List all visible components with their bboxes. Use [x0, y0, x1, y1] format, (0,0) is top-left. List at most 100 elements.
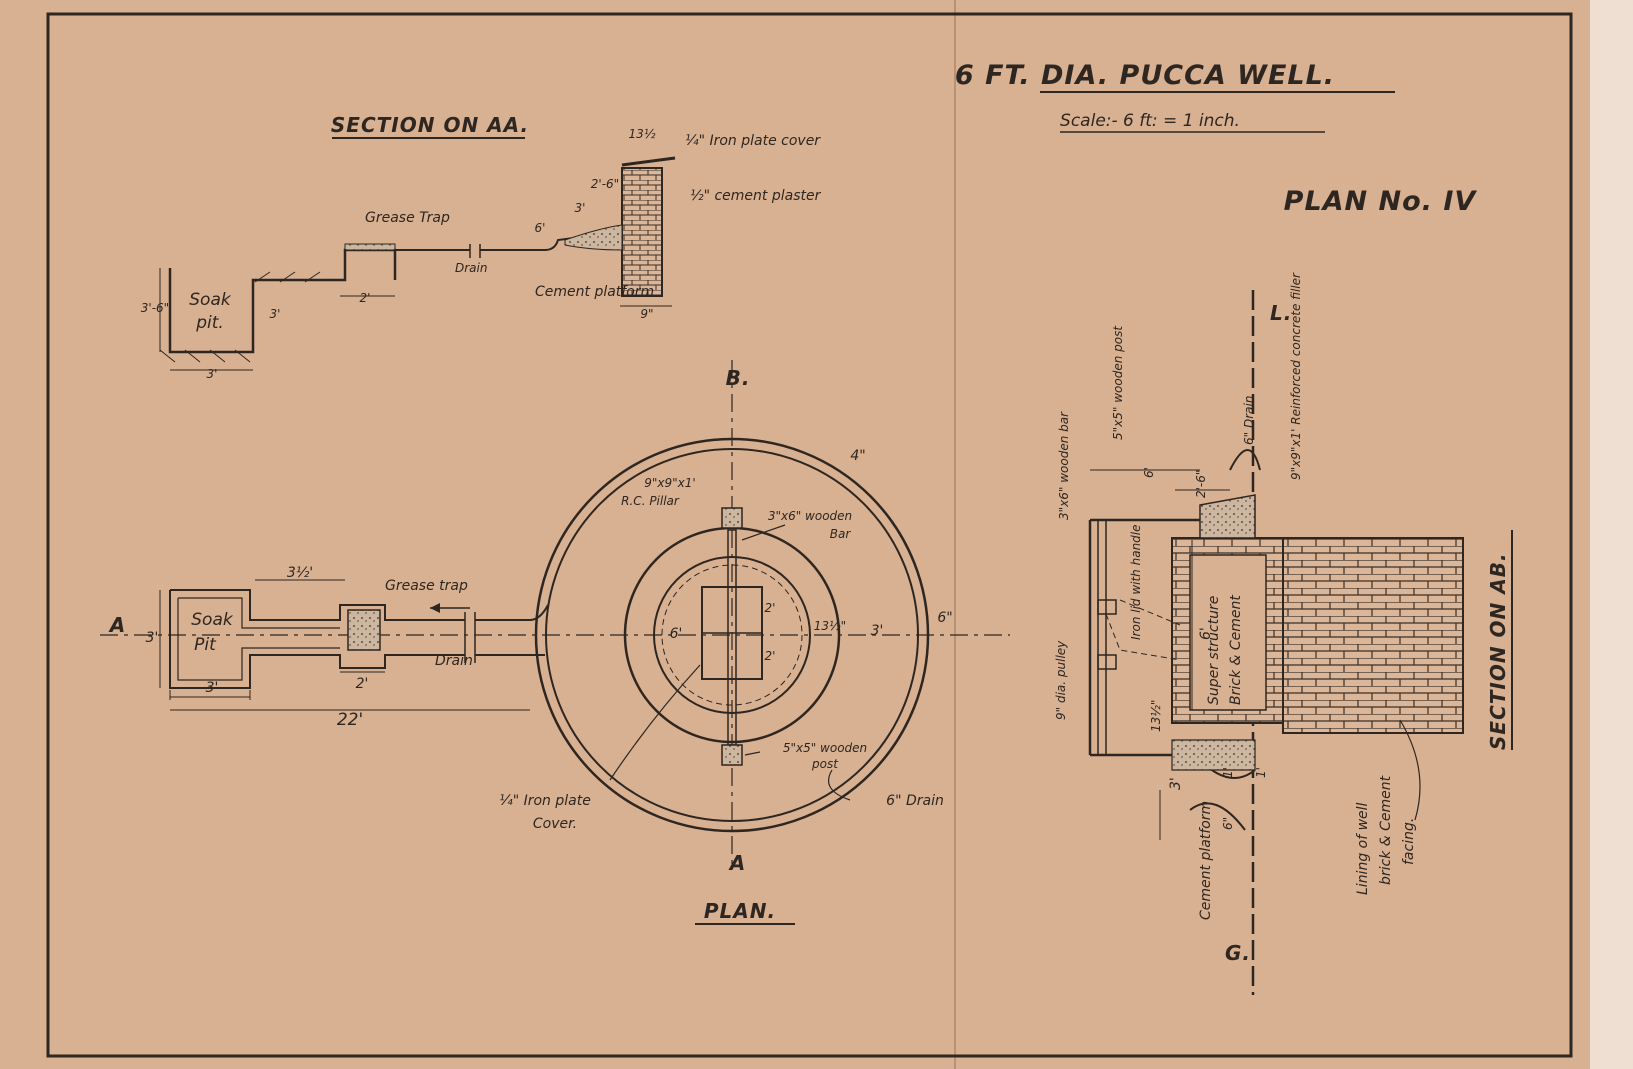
drain-label-aa: Drain	[455, 261, 487, 275]
dim-plan-6b: 6"	[937, 610, 952, 626]
lining-label-3: facing.	[1401, 818, 1417, 865]
rope-lines	[1105, 599, 1181, 661]
dim-plan-2: 2'	[356, 676, 369, 692]
superstructure-label-1: Super structure	[1206, 596, 1222, 705]
drain6-label-plan: 6" Drain	[886, 793, 944, 809]
section-marker-a: A	[108, 613, 126, 637]
drain-break-aa	[469, 244, 481, 258]
dim-lines-ab	[1090, 469, 1230, 840]
wooden-bar-label-2: Bar	[830, 527, 852, 541]
pulley-top	[1097, 599, 1117, 615]
dim-plan-2a: 2'	[765, 601, 776, 615]
plan-number: PLAN No. IV	[1284, 186, 1478, 217]
dim-plan-13-half: 13½"	[814, 619, 846, 633]
iron-cover-label-aa: ¼" Iron plate cover	[685, 133, 821, 149]
dim-plan-3c: 3'	[871, 623, 884, 639]
torn-edge	[1590, 0, 1633, 1069]
dim-plan-3-half: 3½'	[287, 565, 313, 581]
dim-ab-6c: 6"	[1221, 817, 1235, 830]
iron-plate-cover-section	[621, 156, 676, 167]
dim-aa-3-6: 3'-6"	[141, 301, 169, 315]
dim-lines-aa	[159, 268, 672, 371]
dim-aa-6: 6'	[535, 221, 546, 235]
border-frame	[46, 12, 1573, 1058]
well-lining	[661, 564, 803, 706]
rc-filler-label-ab: 9"x9"x1' Reinforced concrete filler	[1289, 272, 1303, 480]
leader-lines-plan	[609, 524, 851, 801]
drawing-title: 6 FT. DIA. PUCCA WELL.	[955, 60, 1335, 91]
dim-ab-1: 1'	[1221, 767, 1235, 778]
plan-view: Soak Pit Grease trap Drain A B. A 9"x9"x…	[100, 360, 1010, 925]
dim-plan-6: 6'	[670, 626, 683, 642]
dim-plan-3b: 3'	[206, 680, 219, 696]
dim-ab-1b: 1'	[1254, 767, 1268, 778]
cement-platform-section	[564, 224, 623, 251]
cement-platform-label-ab: Cement platform	[1198, 801, 1214, 920]
ground-hatch-aa-2	[254, 271, 321, 283]
soak-pit-label-plan-2: Pit	[194, 635, 217, 655]
pulley-label-ab: 9" dia. pulley	[1054, 640, 1068, 720]
soak-pit-label-plan-1: Soak	[191, 610, 234, 630]
soak-pit-inner	[177, 597, 340, 681]
dim-lines-plan	[159, 579, 530, 711]
dim-plan-4: 4"	[850, 448, 865, 464]
dim-aa-2-6: 2'-6"	[591, 177, 619, 191]
marker-g: G.	[1225, 941, 1251, 965]
plan-heading: PLAN.	[704, 899, 776, 923]
drain-line-aa	[395, 231, 621, 251]
ground-hatch-aa	[159, 349, 251, 363]
iron-cover-label-plan-1: ¼" Iron plate	[499, 793, 591, 809]
outer-drain-ring	[534, 437, 930, 833]
dim-ab-2-6: 2'-6"	[1194, 470, 1208, 498]
wooden-bar-label-1: 3"x6" wooden	[768, 509, 852, 523]
lining-label-2: brick & Cement	[1378, 775, 1394, 885]
lining-leader	[1399, 719, 1421, 821]
section-ab-heading: SECTION ON AB.	[1486, 552, 1510, 750]
grease-trap-label-aa: Grease Trap	[365, 210, 450, 226]
wooden-post-label-2: post	[811, 757, 839, 771]
drain6-label-ab: 6" Drain	[1242, 396, 1256, 445]
dim-aa-3b: 3'	[270, 307, 281, 321]
dim-plan-3: 3'	[146, 630, 159, 646]
drain-bump-top	[1229, 449, 1261, 471]
rc-filler-ab	[1199, 494, 1256, 539]
superstructure-inner	[1189, 554, 1267, 711]
drawing-scale: Scale:- 6 ft: = 1 inch.	[1060, 111, 1240, 131]
dim-plan-22: 22'	[337, 710, 363, 730]
well-lining-brick	[1282, 537, 1464, 734]
wooden-bar-label-ab: 3"x6" wooden bar	[1057, 411, 1071, 520]
well-inner-wall	[653, 556, 811, 714]
dim-ab-13-half: 13½"	[1149, 700, 1163, 732]
dim-aa-3: 3'	[575, 201, 586, 215]
wooden-post-label-1: 5"x5" wooden	[783, 741, 867, 755]
outer-drain-ring-inner	[545, 448, 919, 822]
lining-label-1: Lining of well	[1355, 802, 1371, 895]
wooden-post-ab	[1097, 519, 1107, 756]
superstructure-label-2: Brick & Cement	[1228, 595, 1244, 705]
rc-pillar-top	[721, 507, 743, 529]
cement-platform-ab	[1171, 739, 1256, 771]
drain-pipe-plan	[169, 589, 549, 689]
rc-pillar-bottom	[721, 744, 743, 766]
dim-ab-3: 3'	[1168, 777, 1184, 790]
section-marker-a-bottom: A	[728, 851, 746, 875]
dim-ab-6b: 6'	[1198, 627, 1214, 640]
well-wall-section	[621, 167, 663, 297]
dim-aa-2: 2'	[360, 291, 371, 305]
drain-label-plan: Drain	[435, 653, 473, 669]
drain-break-plan	[464, 612, 476, 663]
dim-ab-6: 6'	[1142, 467, 1156, 478]
iron-lid-label-ab: Iron lid with handle	[1129, 524, 1143, 640]
rc-pillar-label-2: R.C. Pillar	[621, 494, 680, 508]
soak-pit-label-aa-1: Soak	[189, 290, 232, 310]
flow-arrowhead	[430, 603, 440, 613]
section-aa: SECTION ON AA. Soak pit. ¼" Iron plate c…	[141, 113, 822, 381]
grease-trap-label-plan: Grease trap	[385, 578, 468, 594]
section-marker-b: B.	[726, 366, 751, 390]
soak-pit-label-aa-2: pit.	[195, 313, 224, 333]
grease-trap-plan	[347, 609, 381, 651]
wooden-post-label-ab: 5"x5" wooden post	[1111, 325, 1125, 440]
